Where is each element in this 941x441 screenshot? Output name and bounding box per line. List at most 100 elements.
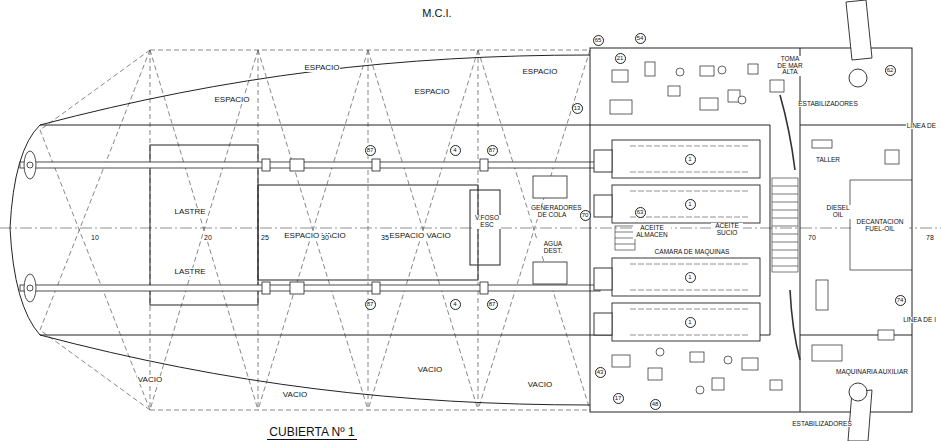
engine-room: [850, 180, 912, 270]
compartment-label: LINEA DE I: [902, 317, 937, 324]
tail-generator: [533, 176, 567, 284]
main-engine: [594, 195, 612, 217]
main-engine: [612, 258, 760, 296]
stabilizer-fin: [846, 0, 872, 60]
frame-number: 20: [203, 234, 213, 241]
main-engine: [630, 146, 750, 335]
frame-number: 25: [260, 234, 270, 241]
auxiliary-equipment: [676, 68, 684, 76]
compartment-label: VACIO: [417, 366, 443, 374]
engine-room: [590, 48, 912, 412]
auxiliary-equipment: [690, 352, 704, 362]
compartment-label: ESPACIO: [214, 96, 251, 104]
stairway: [615, 232, 635, 244]
stairway: [615, 226, 635, 250]
compartment-label: TALLER: [815, 157, 841, 164]
compartment-label: AGUA DEST.: [535, 241, 571, 255]
auxiliary-equipment: [816, 280, 828, 310]
hull-outline: [40, 335, 590, 405]
compartment-label: ESPACIO VACIO: [283, 232, 347, 240]
compartment-label: CAMARA DE MAQUINAS: [654, 249, 731, 256]
auxiliary-equipment: [718, 66, 726, 74]
compartment-label: V.FOSO ESC: [473, 215, 501, 229]
propeller: [24, 151, 36, 302]
auxiliary-equipment: [700, 98, 718, 110]
propeller-shaft: [262, 282, 270, 294]
callout-number: 21: [615, 53, 626, 64]
hull-outline: [10, 55, 590, 405]
auxiliary-equipment: [770, 380, 782, 390]
main-engine: [612, 303, 760, 341]
callout-number: 4: [450, 145, 461, 156]
callout-number: 1: [685, 199, 696, 210]
compartment-label: ESPACIO: [522, 68, 559, 76]
auxiliary-equipment: [885, 150, 899, 164]
compartment-label: ACEITE ALMACEN: [633, 225, 671, 239]
hull-outline: [40, 55, 590, 125]
auxiliary-equipment: [878, 330, 894, 340]
stairway: [772, 178, 798, 272]
compartment-label: ESPACIO: [304, 64, 341, 72]
hull-outline: [258, 185, 478, 280]
propeller-shaft: [480, 159, 488, 171]
propeller: [24, 151, 36, 179]
compartment-grid: [40, 50, 590, 410]
callout-number: 48: [650, 399, 661, 410]
auxiliary-equipment: [812, 140, 832, 148]
auxiliary-equipment: [742, 358, 758, 370]
auxiliary-equipment: [748, 64, 758, 74]
callout-number: 1: [685, 272, 696, 283]
main-engine: [594, 150, 612, 172]
compartment-label: ESTABILIZADORES: [791, 421, 852, 428]
pipe-run: [790, 290, 800, 360]
callout-number: 87: [487, 145, 498, 156]
main-engine: [594, 140, 760, 341]
tail-generator: [533, 176, 567, 198]
propeller-shaft: [262, 159, 270, 171]
auxiliary-equipment: [656, 348, 664, 356]
propeller-shaft: [480, 282, 488, 294]
frame-number: 70: [807, 234, 817, 241]
engine-room: [590, 48, 912, 412]
propeller-shaft: [290, 282, 304, 294]
pipe-run: [780, 95, 800, 360]
compartment-label: GENERADORES DE COLA: [530, 205, 574, 219]
main-engine: [612, 140, 760, 178]
compartment-label: TOMA DE MAR ALTA: [776, 56, 804, 76]
auxiliary-equipment: [724, 356, 732, 364]
stabilizer-fin: [849, 69, 867, 87]
hull-outline: [150, 145, 258, 305]
compartment-label: ACEITE SUCIO: [711, 223, 743, 237]
propeller-shaft: [372, 282, 380, 294]
callout-number: 13: [572, 103, 583, 114]
callout-number: 4: [450, 299, 461, 310]
callout-number: 87: [365, 299, 376, 310]
propeller-shaft: [372, 159, 380, 171]
callout-number: 43: [595, 367, 606, 378]
auxiliary-equipment: [700, 66, 714, 76]
callout-number: 1: [685, 317, 696, 328]
deck-label: M.C.I.: [421, 8, 452, 20]
auxiliary-equipment: [612, 70, 628, 82]
main-engine: [594, 313, 612, 335]
pipe-run: [780, 95, 795, 170]
compartment-label: VACIO: [527, 381, 553, 389]
stairway: [772, 186, 798, 266]
tail-generator: [533, 262, 567, 284]
compartment-label: LINEA DE: [906, 123, 937, 130]
compartment-label: ESPACIO VACIO: [388, 232, 452, 240]
drawing-caption: CUBIERTA Nº 1: [267, 425, 356, 440]
propeller-shaft: [290, 159, 304, 171]
callout-number: 87: [365, 145, 376, 156]
callout-number: 17: [613, 393, 624, 404]
compartment-label: ESTABILIZADORES: [797, 101, 858, 108]
callout-number: 63: [635, 207, 646, 218]
main-engine: [594, 268, 612, 290]
callout-number: 74: [895, 295, 906, 306]
auxiliary-equipment: [738, 96, 746, 104]
auxiliary-equipment: [648, 368, 662, 380]
propeller-shaft: [20, 285, 600, 291]
hull-outline: [40, 125, 590, 335]
compartment-grid: [40, 50, 150, 410]
propeller: [27, 162, 33, 168]
